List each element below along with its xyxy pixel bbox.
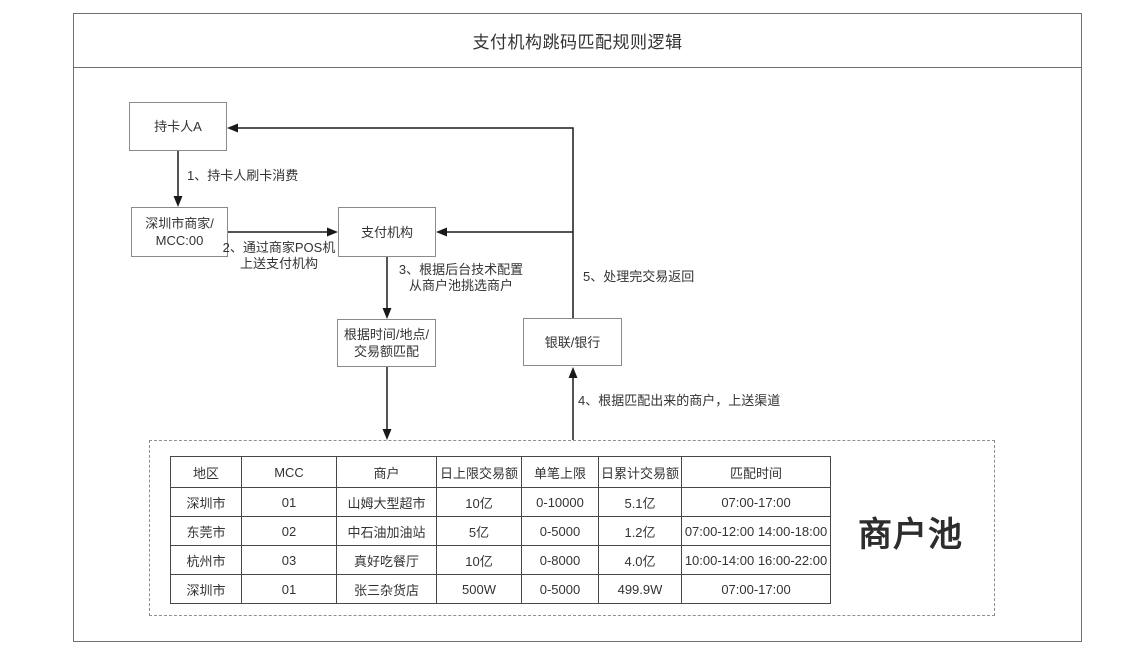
node-cardholder-label: 持卡人A [154,119,202,134]
diagram-title: 支付机构跳码匹配规则逻辑 [472,33,683,52]
step3-label: 3、根据后台技术配置 从商户池挑选商户 [390,262,532,294]
cell-daily-limit: 5亿 [436,516,522,546]
cell-daily-limit: 500W [436,574,522,604]
col-header-daily-limit: 日上限交易额 [436,456,522,488]
node-merchant-label-line1: 深圳市商家/ [145,216,214,231]
cell-daily-limit: 10亿 [436,545,522,575]
col-header-mcc: MCC [241,456,337,488]
step2-label-line2: 上送支付机构 [239,256,318,271]
step4-label: 4、根据匹配出来的商户，上送渠道 [578,393,781,408]
cell-region: 东莞市 [170,516,242,546]
cell-single-limit: 0-5000 [521,516,599,546]
table-header-row: 地区 MCC 商户 日上限交易额 单笔上限 日累计交易额 匹配时间 [170,456,832,488]
cell-daily-limit: 10亿 [436,487,522,517]
col-header-daily-total: 日累计交易额 [597,456,683,488]
cell-mcc: 01 [241,487,337,517]
step3-label-line2: 从商户池挑选商户 [408,278,513,293]
cell-single-limit: 0-5000 [521,574,599,604]
step2-label-line1: 2、通过商家POS机 [222,240,336,255]
node-match-rule: 根据时间/地点/ 交易额匹配 [337,319,436,367]
merchant-pool-table: 地区 MCC 商户 日上限交易额 单笔上限 日累计交易额 匹配时间 深圳市 01… [170,456,832,604]
cell-region: 深圳市 [170,487,242,517]
table-row: 杭州市 03 真好吃餐厅 10亿 0-8000 4.0亿 10:00-14:00… [170,545,832,575]
merchant-pool-title: 商户池 [858,516,963,554]
cell-mcc: 02 [241,516,337,546]
cell-mcc: 03 [241,545,337,575]
cell-merchant: 张三杂货店 [336,574,437,604]
col-header-region: 地区 [170,456,242,488]
cell-region: 杭州市 [170,545,242,575]
node-match-label-line1: 根据时间/地点/ [343,327,430,342]
step5-label: 5、处理完交易返回 [583,269,695,284]
step3-label-line1: 3、根据后台技术配置 [398,262,524,277]
cell-mcc: 01 [241,574,337,604]
node-merchant-label-line2: MCC:00 [155,233,204,248]
cell-single-limit: 0-8000 [521,545,599,575]
cell-match-time: 07:00-12:00 14:00-18:00 [681,516,832,546]
cell-daily-total: 499.9W [597,574,683,604]
table-row: 深圳市 01 张三杂货店 500W 0-5000 499.9W 07:00-17… [170,574,832,604]
step1-label: 1、持卡人刷卡消费 [187,168,299,183]
cell-daily-total: 5.1亿 [597,487,683,517]
cell-region: 深圳市 [170,574,242,604]
col-header-single-limit: 单笔上限 [521,456,599,488]
cell-single-limit: 0-10000 [521,487,599,517]
cell-match-time: 07:00-17:00 [681,487,832,517]
table-row: 深圳市 01 山姆大型超市 10亿 0-10000 5.1亿 07:00-17:… [170,487,832,517]
node-payment-institution: 支付机构 [338,207,436,257]
title-bar: 支付机构跳码匹配规则逻辑 [74,14,1081,68]
cell-daily-total: 4.0亿 [597,545,683,575]
cell-merchant: 真好吃餐厅 [336,545,437,575]
cell-merchant: 中石油加油站 [336,516,437,546]
cell-match-time: 10:00-14:00 16:00-22:00 [681,545,832,575]
table-row: 东莞市 02 中石油加油站 5亿 0-5000 1.2亿 07:00-12:00… [170,516,832,546]
col-header-merchant: 商户 [336,456,437,488]
cell-merchant: 山姆大型超市 [336,487,437,517]
col-header-match-time: 匹配时间 [681,456,832,488]
node-merchant: 深圳市商家/ MCC:00 [131,207,228,257]
node-cardholder: 持卡人A [129,102,227,151]
cell-match-time: 07:00-17:00 [681,574,832,604]
cell-daily-total: 1.2亿 [597,516,683,546]
node-unionpay-label: 银联/银行 [544,334,601,350]
step2-label: 2、通过商家POS机 上送支付机构 [222,240,336,272]
node-unionpay-bank: 银联/银行 [523,318,622,366]
node-payment-label: 支付机构 [360,224,413,240]
node-match-label-line2: 交易额匹配 [353,344,419,359]
